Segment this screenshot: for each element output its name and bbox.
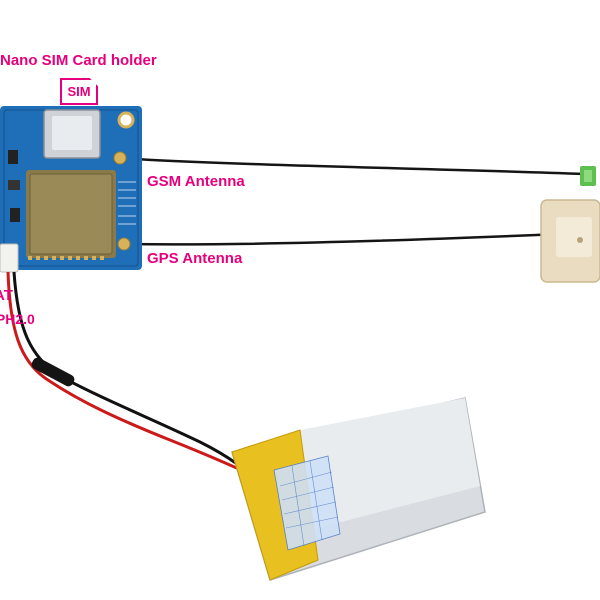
lipo-battery [231, 397, 486, 581]
sim-badge: SIM [60, 78, 98, 105]
ph20-connector [0, 243, 19, 273]
gsm-antenna-label: GSM Antenna [147, 173, 245, 190]
nano-sim-label: Nano SIM Card holder [0, 52, 157, 69]
battery-label: AT [0, 287, 13, 304]
gsm-antenna-cable [119, 156, 586, 176]
gps-antenna-label: GPS Antenna [147, 250, 243, 267]
battery-wires [6, 271, 268, 492]
gps-antenna-cable [123, 232, 561, 246]
gsm-gps-board [0, 106, 142, 270]
gps-antenna [540, 199, 600, 283]
connector-label: /PH2.0 [0, 311, 35, 327]
gsm-antenna [580, 166, 596, 186]
sim-badge-text: SIM [67, 84, 91, 99]
